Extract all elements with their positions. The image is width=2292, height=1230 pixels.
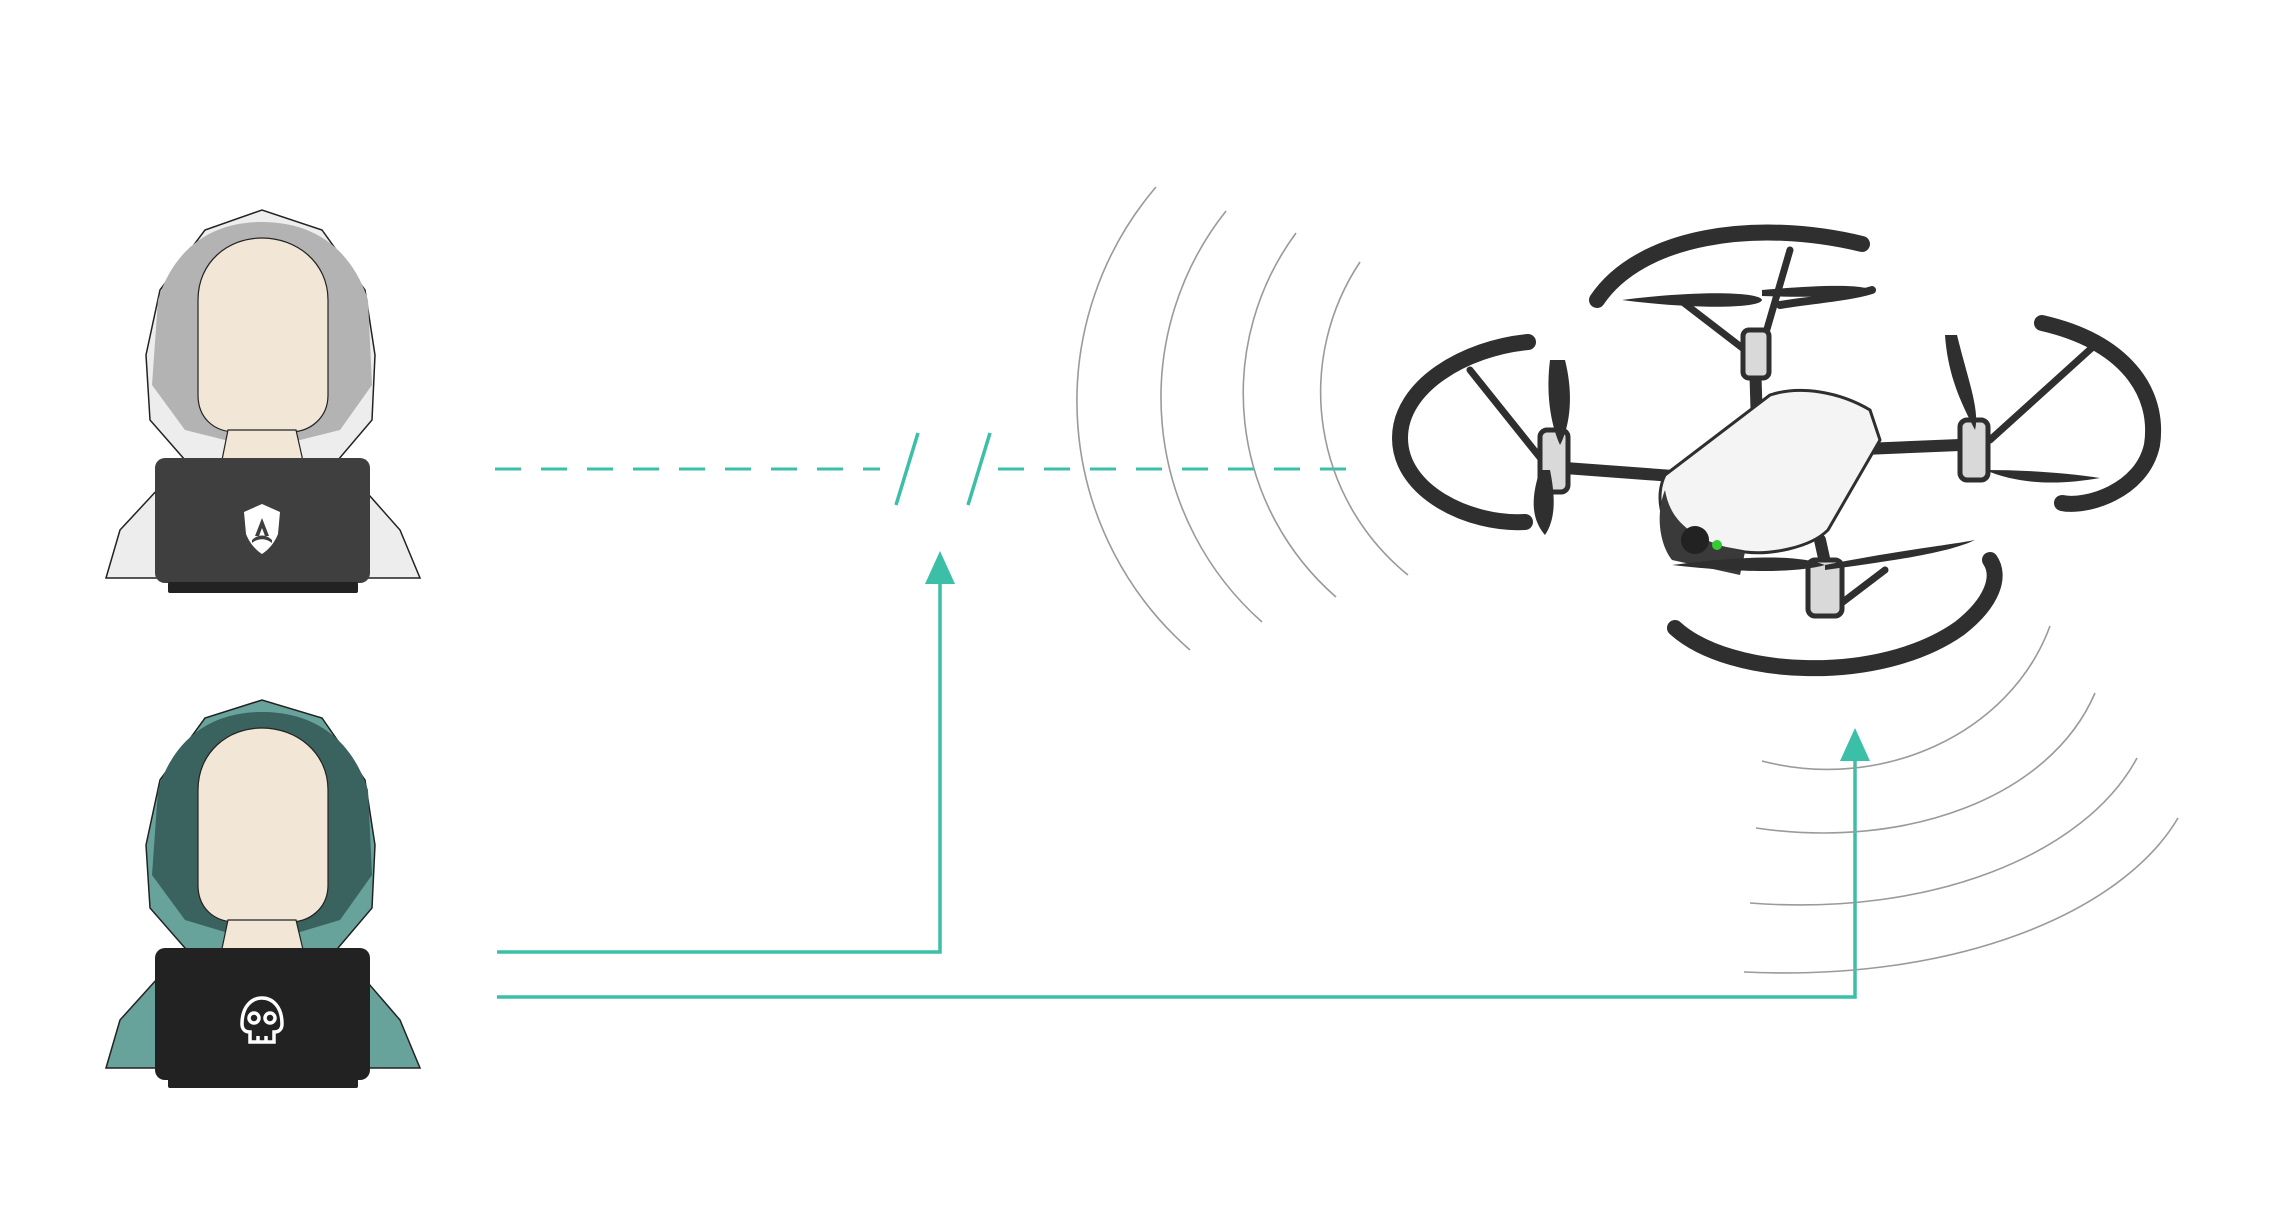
shield-logo-icon <box>244 504 280 554</box>
arrow-up-icon <box>925 551 955 584</box>
legitimate-operator-figure <box>105 209 422 593</box>
attacker-face <box>197 727 329 923</box>
legit-control-link <box>495 432 1360 506</box>
radio-wave-icon <box>1076 186 1409 651</box>
attack-path-to-link <box>497 578 942 954</box>
skull-icon <box>240 996 284 1044</box>
attack-hijack-link <box>497 728 1870 999</box>
attack-jamming-link <box>497 551 955 954</box>
attack-path-to-drone <box>497 755 1857 999</box>
status-led <box>1712 540 1722 550</box>
break-mark-right <box>966 432 992 506</box>
operator-face <box>197 237 329 433</box>
attacker-laptop <box>155 948 370 1080</box>
drone-body-shade <box>1659 490 1745 575</box>
break-mark-left <box>894 432 920 506</box>
quadcopter-drone-icon <box>1391 224 2162 677</box>
attacker-figure <box>105 699 422 1088</box>
arrow-up-icon <box>1840 728 1870 761</box>
attacker-laptop-base <box>168 1078 358 1088</box>
drone-camera <box>1681 526 1709 554</box>
radio-wave-icon <box>1743 625 2179 974</box>
operator-laptop-base <box>168 582 358 593</box>
